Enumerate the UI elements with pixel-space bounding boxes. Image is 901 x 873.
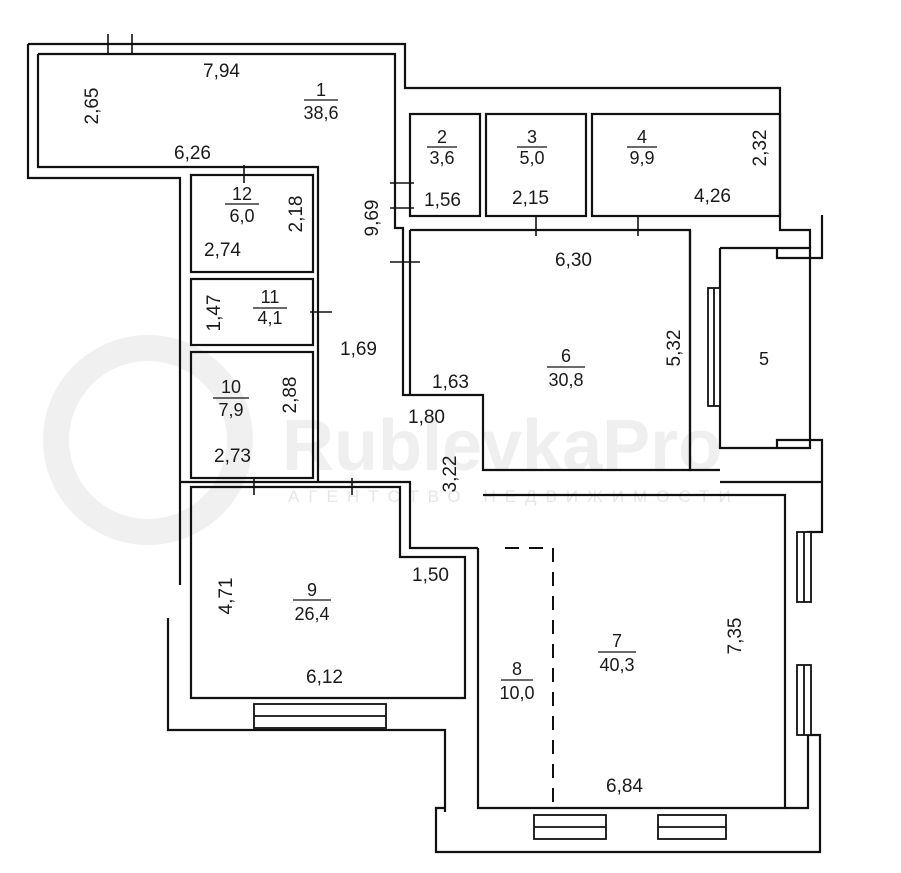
dimension-label: 1,47 (204, 295, 225, 332)
room-number: 9 (307, 580, 317, 600)
room-9-walls (189, 485, 467, 700)
dimension-label: 6,26 (174, 143, 211, 164)
zone-8-boundary (505, 547, 554, 808)
door-marks (107, 34, 639, 495)
outer-wall-northwest (26, 42, 782, 585)
room-9-outer (166, 480, 478, 812)
room-10-walls (189, 350, 315, 480)
dimension-label: 6,12 (306, 667, 343, 688)
dimension-label: 6,84 (606, 776, 643, 797)
room-area: 3,6 (429, 148, 454, 168)
dimension-label: 1,56 (424, 190, 461, 211)
room-number: 3 (527, 127, 537, 147)
room-7-outer-south (785, 735, 810, 810)
dimension-label: 2,88 (280, 377, 301, 414)
room-6-walls (408, 230, 720, 472)
dimension-label: 3,22 (440, 456, 461, 493)
dimension-label: 1,63 (432, 372, 469, 393)
dimension-label: 2,74 (204, 240, 241, 261)
dimension-labels: 7,94 2,65 6,26 2,18 2,74 9,69 1,56 2,15 … (82, 61, 771, 797)
dimension-label: 9,69 (362, 200, 383, 237)
watermark-tagline: АГЕНТСТВО НЕДВИЖИМОСТИ (288, 487, 740, 506)
room-number: 1 (316, 80, 326, 100)
room-5-walls (718, 215, 824, 482)
room-number: 8 (512, 659, 522, 679)
watermark: RublevkaPro АГЕНТСТВО НЕДВИЖИМОСТИ (43, 335, 740, 545)
room-number: 5 (759, 349, 769, 369)
dimension-label: 2,65 (82, 88, 103, 125)
windows (253, 287, 812, 840)
room-area: 5,0 (519, 148, 544, 168)
dimension-label: 2,32 (750, 130, 771, 167)
room-labels: 1 38,6 2 3,6 3 5,0 4 9,9 5 6 30,8 7 40,3… (218, 80, 769, 703)
room-area: 26,4 (294, 604, 329, 624)
room-area: 6,0 (229, 206, 254, 226)
room-number: 12 (232, 184, 252, 204)
room-number: 4 (637, 127, 647, 147)
dimension-label: 1,80 (408, 407, 445, 428)
dimension-label: 2,15 (512, 188, 549, 209)
room-label-bars (213, 99, 657, 681)
room-area: 4,1 (257, 308, 282, 328)
room-area: 40,3 (599, 655, 634, 675)
room-area: 30,8 (548, 370, 583, 390)
dimension-label: 6,30 (555, 250, 592, 271)
dimension-label: 1,69 (340, 339, 377, 360)
room-area: 7,9 (218, 400, 243, 420)
dimension-label: 2,18 (286, 196, 307, 233)
dimension-label: 1,50 (412, 565, 449, 586)
room-number: 11 (261, 287, 280, 307)
room-area: 38,6 (303, 103, 338, 123)
watermark-brand: RublevkaPro (282, 406, 722, 486)
room-number: 10 (221, 377, 241, 397)
room-number: 2 (437, 127, 447, 147)
room-number: 6 (561, 346, 571, 366)
watermark-logo (43, 335, 253, 545)
room-area: 10,0 (499, 683, 534, 703)
dimension-label: 4,26 (694, 186, 731, 207)
dimension-label: 4,71 (216, 578, 237, 615)
room-12-walls (189, 173, 315, 274)
room-4-outer (778, 108, 812, 248)
dimension-label: 5,32 (664, 330, 685, 367)
dimension-label: 7,35 (725, 618, 746, 655)
room-number: 7 (612, 631, 622, 651)
dimension-label: 2,73 (214, 446, 251, 467)
dimension-label: 7,94 (203, 61, 240, 82)
room-area: 9,9 (629, 148, 654, 168)
room-2-walls (408, 112, 482, 218)
